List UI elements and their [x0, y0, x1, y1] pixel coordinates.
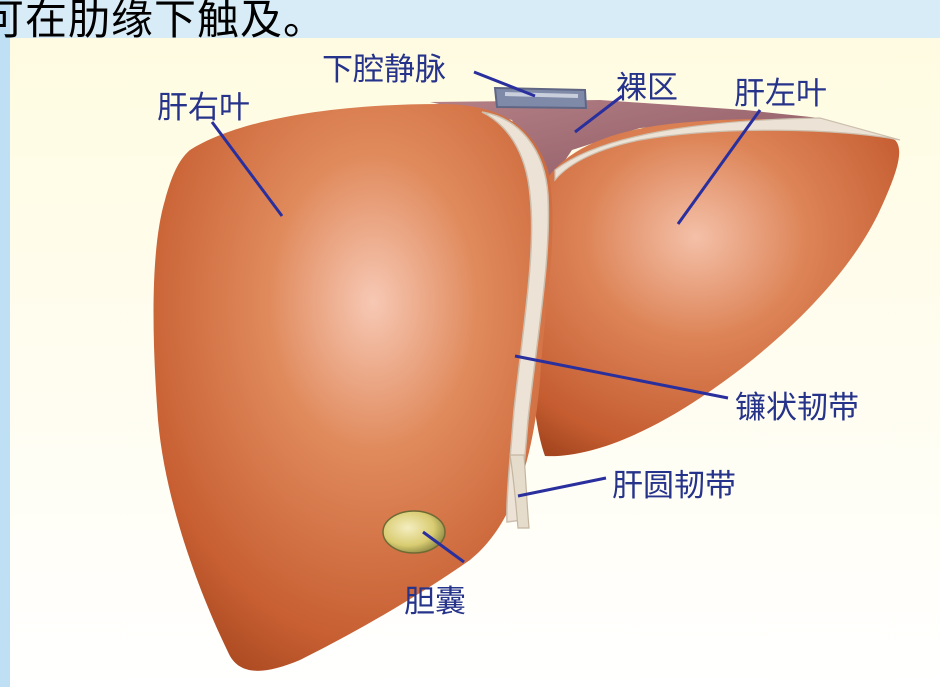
leader-round-ligament [518, 478, 606, 496]
right-lobe-shape [154, 104, 553, 671]
label-bare-area: 裸区 [616, 62, 678, 107]
inferior-vena-cava [495, 88, 586, 108]
label-inferior-vena-cava: 下腔静脉 [322, 44, 446, 89]
label-left-lobe: 肝左叶 [734, 68, 827, 113]
label-right-lobe: 肝右叶 [157, 82, 250, 127]
gallbladder-shape [383, 511, 445, 553]
label-gallbladder: 胆囊 [404, 576, 466, 621]
label-falciform-ligament: 镰状韧带 [735, 382, 859, 427]
label-round-ligament: 肝圆韧带 [612, 460, 736, 505]
